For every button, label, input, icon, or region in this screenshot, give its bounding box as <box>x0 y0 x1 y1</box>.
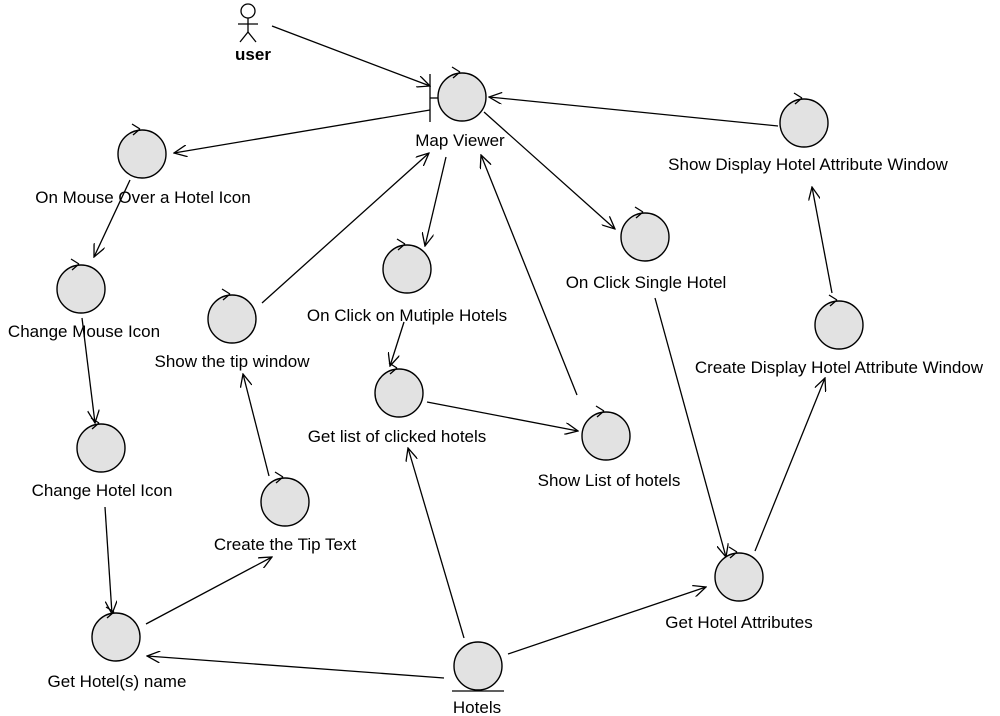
flow-hotels-getname <box>147 656 445 679</box>
object-show-list <box>581 405 631 461</box>
boundary-marker <box>429 74 438 122</box>
flow-tiptext-tipwindow <box>243 374 270 477</box>
flow-createdisplay-showdisplay <box>812 187 833 294</box>
flow-multiple-getlist <box>390 321 405 366</box>
object-show-tip-window <box>207 288 257 344</box>
label-create-tip-text: Create the Tip Text <box>214 535 357 554</box>
object-mouse-over <box>117 123 167 179</box>
label-change-mouse: Change Mouse Icon <box>8 322 160 341</box>
user-actor <box>238 3 258 43</box>
label-show-list: Show List of hotels <box>538 471 681 490</box>
user-actor-label: user <box>235 45 271 64</box>
flow-singlehotel-getattributes <box>654 297 726 557</box>
flow-mapviewer-singlehotel <box>483 111 615 229</box>
label-hotels: Hotels <box>453 698 501 716</box>
connections <box>81 25 833 679</box>
flow-changehotel-getname <box>104 506 112 614</box>
label-create-display-window: Create Display Hotel Attribute Window <box>695 358 984 377</box>
flow-showdisplay-mapviewer <box>489 97 779 127</box>
flow-getname-tiptext <box>145 557 272 625</box>
flow-mapviewer-multiplehotels <box>425 156 447 246</box>
label-click-multiple: On Click on Mutiple Hotels <box>307 306 507 325</box>
object-get-list <box>374 362 424 418</box>
assoc-user-map-viewer <box>271 25 430 86</box>
label-show-display-window: Show Display Hotel Attribute Window <box>668 155 948 174</box>
objects <box>56 66 864 691</box>
object-map-viewer <box>437 66 487 122</box>
label-change-hotel-icon: Change Hotel Icon <box>32 481 173 500</box>
object-create-display-window <box>814 294 864 350</box>
object-hotels <box>453 641 503 691</box>
flow-hotels-getlist <box>408 448 465 639</box>
flow-hotels-getattributes <box>507 587 706 655</box>
object-get-hotel-name <box>91 606 141 662</box>
label-get-attributes: Get Hotel Attributes <box>665 613 812 632</box>
label-map-viewer: Map Viewer <box>415 131 505 150</box>
flow-getlist-showlist <box>426 401 578 431</box>
label-click-single: On Click Single Hotel <box>566 273 727 292</box>
flow-mouseover-changemouse <box>94 179 131 257</box>
object-click-multiple <box>382 238 432 294</box>
object-create-tip-text <box>260 471 310 527</box>
label-show-tip-window: Show the tip window <box>155 352 311 371</box>
flow-mapviewer-mouseover <box>174 109 431 153</box>
label-get-hotel-name: Get Hotel(s) name <box>48 672 187 691</box>
flow-changemouse-changehotel <box>81 317 95 423</box>
flow-showlist-mapviewer <box>481 155 578 396</box>
object-click-single <box>620 206 670 262</box>
object-change-mouse <box>56 258 106 314</box>
object-get-attributes <box>714 546 764 602</box>
flow-tipwindow-mapviewer <box>261 153 429 304</box>
object-change-hotel-icon <box>76 417 126 473</box>
label-mouse-over: On Mouse Over a Hotel Icon <box>35 188 250 207</box>
object-show-display-window <box>779 92 829 148</box>
flow-getattributes-createdisplay <box>754 378 825 552</box>
label-get-list: Get list of clicked hotels <box>308 427 487 446</box>
labels: Map Viewer Show Display Hotel Attribute … <box>8 131 984 716</box>
